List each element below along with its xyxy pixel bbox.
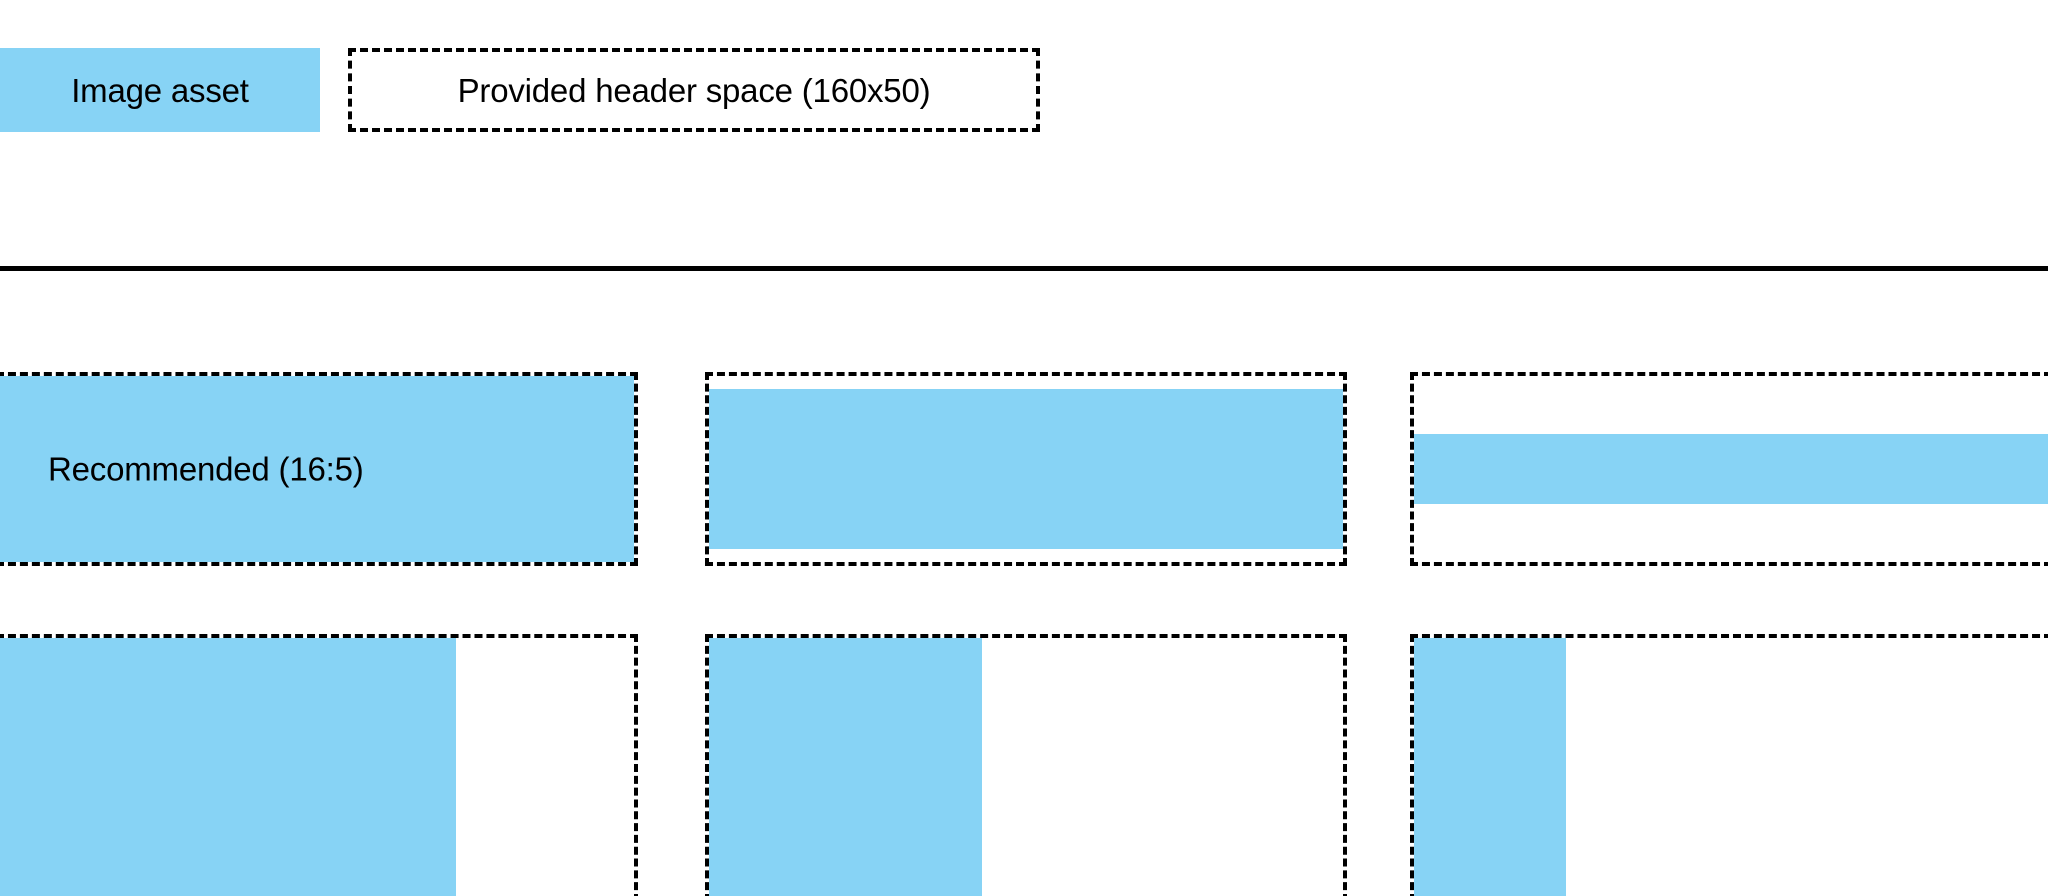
asset-fill (709, 638, 982, 896)
asset-fill (1414, 638, 1567, 896)
sample-tall-pillarbox-narrow (1410, 634, 2048, 896)
provided-header-space-box: Provided header space (160x50) (348, 48, 1040, 132)
header-legend-row: Image asset Provided header space (160x5… (0, 48, 2048, 132)
sample-wide-short-band (1410, 372, 2048, 566)
image-asset-label: Image asset (71, 71, 249, 109)
image-asset-swatch: Image asset (0, 48, 320, 132)
asset-fill (0, 638, 457, 896)
section-divider (0, 266, 2048, 271)
sample-wide-full-bleed: Recommended (16:5) (0, 372, 638, 566)
recommended-ratio-label: Recommended (16:5) (48, 450, 364, 488)
provided-header-space-label: Provided header space (160x50) (457, 71, 931, 109)
asset-fill (0, 376, 634, 562)
asset-fill (1414, 433, 2048, 505)
sample-wide-letterboxed (705, 372, 1347, 566)
sample-tall-pillarbox-wide (0, 634, 638, 896)
sample-tall-pillarbox-medium (705, 634, 1347, 896)
asset-fill (709, 389, 1343, 549)
